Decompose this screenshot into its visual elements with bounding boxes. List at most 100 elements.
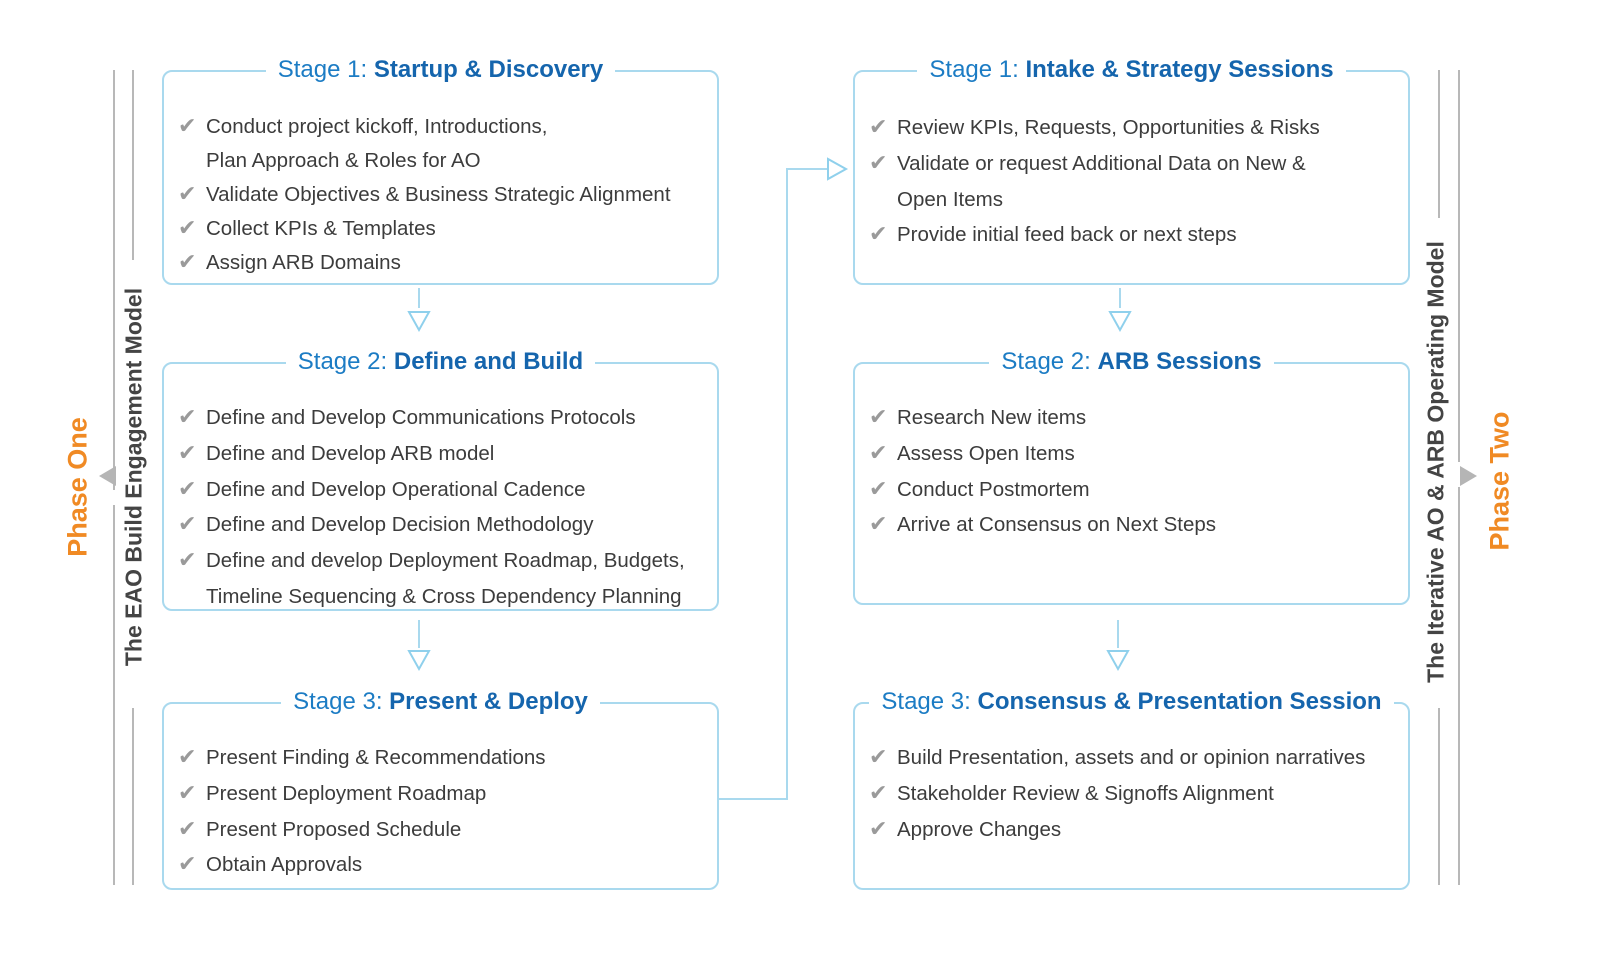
checklist-item-text: Conduct Postmortem (897, 477, 1090, 501)
left-outer-rail-top (113, 70, 115, 490)
checklist-item-text: Define and Develop Decision Methodology (206, 513, 594, 537)
checklist-item-text: Open Items (897, 187, 1003, 211)
left-stage-2-list: ✔ Define and Develop Communications Proto… (178, 400, 713, 615)
checklist-item-text: Define and Develop Operational Cadence (206, 477, 586, 501)
checklist-item-text: Define and Develop Communications Protoc… (206, 406, 636, 429)
phase-link-connector (719, 168, 827, 800)
check-icon: ✔ (178, 182, 197, 207)
checklist-item: ✔Define and develop Deployment Roadmap, … (178, 543, 713, 615)
right-model-label: The Iterative AO & ARB Operating Model (1422, 241, 1449, 683)
check-icon: ✔ (178, 745, 197, 770)
checklist-item: ✔ Build Presentation, assets and or opini… (869, 740, 1404, 776)
left-stage-3-title: Stage 3: Present & Deploy (164, 687, 717, 717)
checklist-item: ✔ Assess Open Items (869, 436, 1404, 472)
right-stage-1-title: Stage 1: Intake & Strategy Sessions (855, 55, 1408, 85)
checklist-item-text: Approve Changes (897, 817, 1062, 841)
check-icon: ✔ (869, 150, 888, 176)
check-icon: ✔ (178, 250, 197, 275)
left-inner-rail-top (132, 70, 134, 260)
checklist-item-text: Assign ARB Domains (206, 251, 401, 274)
checklist-item: ✔ Validate Objectives & Business Strategi… (178, 178, 713, 212)
check-icon: ✔ (869, 115, 888, 140)
checklist-item-text: Timeline Sequencing & Cross Dependency P… (206, 584, 682, 608)
triangle-right-icon (827, 157, 849, 181)
right-stage-3-box: Stage 3: Consensus & Presentation Sessio… (853, 688, 1410, 890)
checklist-item-text: Define and Develop ARB model (206, 441, 495, 465)
check-icon: ✔ (869, 512, 888, 538)
checklist-item: ✔ Approve Changes (869, 812, 1404, 848)
checklist-item-text: Build Presentation, assets and or opinio… (897, 746, 1366, 769)
left-stage-1-title: Stage 1: Startup & Discovery (164, 55, 717, 85)
left-stage-1-list: ✔ Conduct project kickoff, Introductions,… (178, 110, 713, 280)
left-stage-1-box: Stage 1: Startup & Discovery ✔ Conduct pr… (162, 56, 719, 285)
phase-one-label: Phase One (62, 417, 93, 557)
check-icon: ✔ (869, 476, 888, 502)
checklist-item-text: Collect KPIs & Templates (206, 217, 436, 240)
check-icon: ✔ (869, 780, 888, 806)
checklist-item: ✔Define and Develop Operational Cadence (178, 472, 713, 508)
right-outer-rail-top (1458, 70, 1460, 462)
left-stage-3-box: Stage 3: Present & Deploy ✔ Present Findi… (162, 688, 719, 890)
right-outer-rail-bottom (1458, 487, 1460, 885)
checklist-item-text: Stakeholder Review & Signoffs Alignment (897, 781, 1274, 805)
checklist-item-text: Assess Open Items (897, 441, 1075, 465)
checklist-item: ✔Present Proposed Schedule (178, 812, 713, 848)
checklist-item: ✔ Research New items (869, 400, 1404, 436)
phase-two-label: Phase Two (1484, 411, 1515, 551)
checklist-item-text: Present Finding & Recommendations (206, 746, 546, 769)
checklist-item-text: Validate Objectives & Business Strategic… (206, 183, 671, 206)
check-icon: ✔ (869, 440, 888, 466)
right-stage-1-list: ✔Review KPIs, Requests, Opportunities & … (869, 110, 1404, 253)
left-inner-rail-bottom (132, 708, 134, 885)
triangle-down-icon (1108, 311, 1132, 333)
check-icon: ✔ (178, 440, 197, 466)
checklist-item-text: Present Proposed Schedule (206, 817, 462, 841)
check-icon: ✔ (869, 816, 888, 842)
checklist-item: ✔ Present Deployment Roadmap (178, 776, 713, 812)
checklist-item: ✔ Stakeholder Review & Signoffs Alignment (869, 776, 1404, 812)
checklist-item: ✔ Assign ARB Domains (178, 246, 713, 280)
triangle-down-icon (1106, 650, 1130, 672)
checklist-item: ✔ Conduct Postmortem (869, 472, 1404, 508)
check-icon: ✔ (869, 745, 888, 770)
right-inner-rail-bottom (1438, 708, 1440, 885)
right-stage-1-box: Stage 1: Intake & Strategy Sessions ✔Rev… (853, 56, 1410, 285)
right-stage-2-box: Stage 2: ARB Sessions ✔Research New item… (853, 348, 1410, 605)
check-icon: ✔ (178, 405, 197, 430)
left-outer-rail-bottom (113, 505, 115, 885)
check-icon: ✔ (178, 114, 197, 139)
right-stage-3-list: ✔ Build Presentation, assets and or opini… (869, 740, 1404, 847)
left-stage-2-title: Stage 2: Define and Build (164, 347, 717, 377)
checklist-item: ✔ Provide initial feed back or next steps (869, 217, 1404, 253)
checklist-item: ✔ Define and Develop Decision Methodology (178, 507, 713, 543)
checklist-item-text: Arrive at Consensus on Next Steps (897, 513, 1217, 537)
triangle-down-icon (407, 311, 431, 333)
checklist-item-text: Obtain Approvals (206, 853, 363, 877)
check-icon: ✔ (178, 780, 197, 806)
check-icon: ✔ (178, 512, 197, 538)
checklist-item: ✔ Present Finding & Recommendations (178, 740, 713, 776)
checklist-item-text: Define and develop Deployment Roadmap, B… (206, 549, 685, 573)
checklist-item: ✔ Validate or request Additional Data on … (869, 146, 1404, 218)
checklist-item-text: Present Deployment Roadmap (206, 781, 487, 805)
triangle-right-icon (1460, 466, 1477, 486)
checklist-item-text: Conduct project kickoff, Introductions, (206, 115, 548, 138)
left-model-label: The EAO Build Engagement Model (120, 287, 147, 667)
checklist-item-text: Validate or request Additional Data on N… (897, 151, 1306, 175)
checklist-item-text: Provide initial feed back or next steps (897, 223, 1237, 247)
check-icon: ✔ (178, 852, 197, 878)
check-icon: ✔ (869, 405, 888, 430)
check-icon: ✔ (178, 216, 197, 241)
check-icon: ✔ (869, 222, 888, 248)
left-stage-3-list: ✔Present Finding & Recommendations✔Prese… (178, 740, 713, 883)
checklist-item: ✔ Collect KPIs & Templates (178, 212, 713, 246)
checklist-item: ✔Review KPIs, Requests, Opportunities & … (869, 110, 1404, 146)
checklist-item-text: Plan Approach & Roles for AO (206, 149, 481, 172)
triangle-down-icon (407, 650, 431, 672)
right-stage-3-title: Stage 3: Consensus & Presentation Sessio… (855, 687, 1408, 717)
checklist-item: ✔ Arrive at Consensus on Next Steps (869, 507, 1404, 543)
checklist-item-text: Research New items (897, 406, 1087, 429)
right-stage-2-list: ✔ Research New items ✔ Assess Open Items ✔ Co… (869, 400, 1404, 543)
checklist-item: ✔ Define and Develop ARB model (178, 436, 713, 472)
